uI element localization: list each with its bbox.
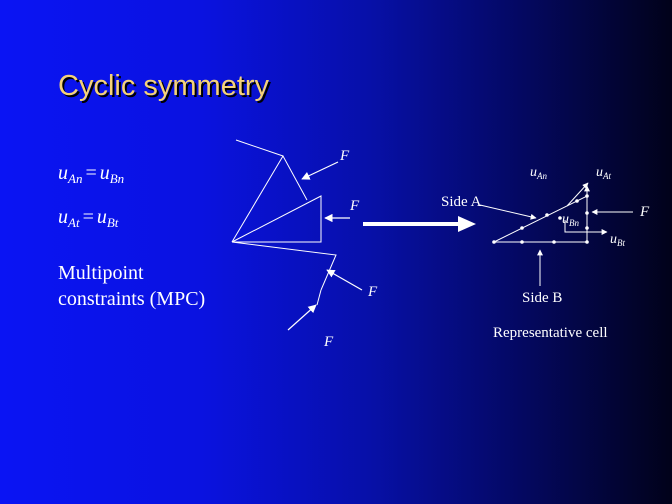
force-label-4: F — [323, 334, 334, 350]
cyclic-sectors — [231, 139, 337, 306]
force-arrow-4 — [287, 304, 317, 331]
side-a-arrow — [479, 204, 537, 220]
cell-nodes — [492, 194, 589, 244]
left-force-arrows — [287, 161, 363, 331]
force-label-2: F — [349, 198, 360, 214]
sector-bottom-stub — [316, 289, 322, 306]
eq1-op: = — [85, 162, 97, 184]
equation-tangential: uAt=uBt — [58, 206, 118, 231]
force-label-1: F — [339, 148, 350, 164]
mpc-line-2: constraints (MPC) — [58, 288, 206, 310]
mpc-text: Multipoint constraints (MPC) — [58, 260, 205, 312]
right-force-label: F — [639, 204, 650, 220]
eq1-lhs: u — [58, 162, 68, 184]
mpc-line-1: Multipoint — [58, 262, 144, 284]
u-bn-bracket — [564, 220, 587, 233]
representative-cell-caption: Representative cell — [493, 325, 608, 341]
sector-top — [231, 154, 308, 243]
transition-arrow — [363, 216, 476, 232]
side-a-label: Side A — [441, 194, 482, 210]
sector-middle — [231, 195, 322, 243]
u-bn-label: uBn — [562, 212, 579, 228]
sector-bottom — [231, 241, 337, 291]
equation-normal: uAn=uBn — [58, 162, 124, 187]
eq2-lhs-sub: At — [68, 215, 80, 230]
force-arrow-1 — [301, 161, 339, 180]
u-bt-label: uBt — [610, 232, 625, 248]
eq1-lhs-sub: An — [68, 171, 83, 186]
eq1-rhs: u — [99, 162, 110, 184]
force-arrow-3 — [326, 269, 363, 291]
u-an-label: uAn — [530, 165, 547, 181]
cell-arrows — [479, 182, 633, 286]
representative-cell — [479, 182, 633, 286]
force-label-3: F — [367, 284, 378, 300]
eq2-rhs: u — [96, 206, 107, 228]
slide-title: Cyclic symmetry — [58, 70, 270, 102]
eq2-lhs: u — [58, 206, 68, 228]
eq2-op: = — [82, 206, 94, 228]
eq1-rhs-sub: Bn — [109, 171, 125, 186]
side-b-label: Side B — [522, 290, 562, 306]
eq2-rhs-sub: Bt — [106, 215, 119, 230]
sector-top-stub — [235, 139, 284, 157]
u-at-label: uAt — [596, 165, 611, 181]
